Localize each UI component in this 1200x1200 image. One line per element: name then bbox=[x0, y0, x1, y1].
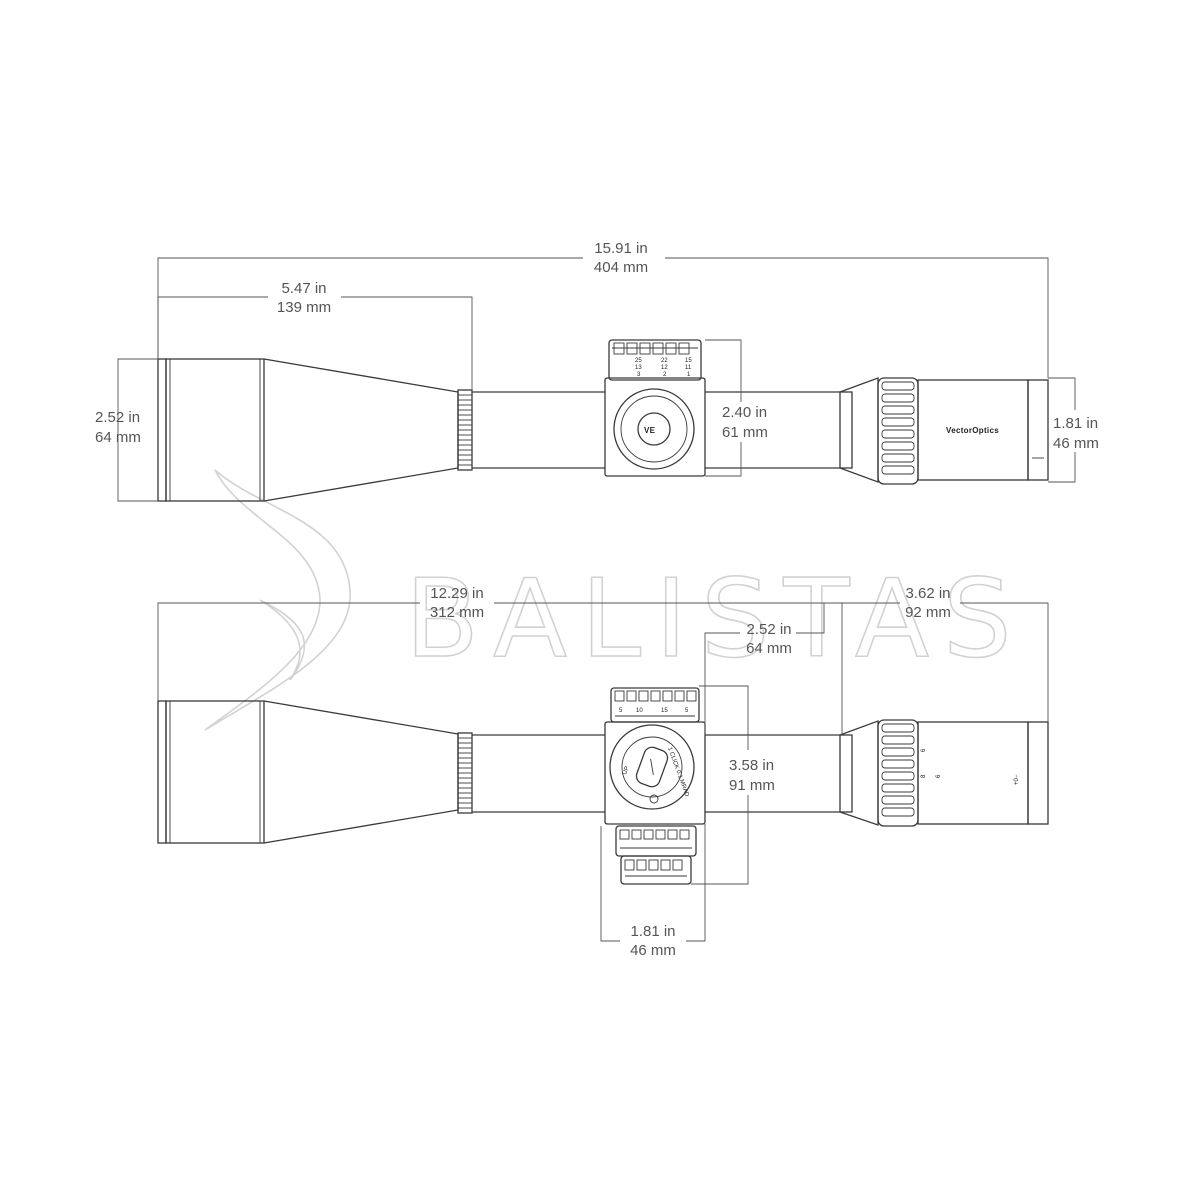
turret-height-top-mm: 61 mm bbox=[722, 424, 768, 441]
turret-height-side-mm: 91 mm bbox=[729, 777, 775, 794]
dimension-lines-top bbox=[117, 257, 1076, 502]
turret-saddle-side bbox=[604, 721, 706, 825]
watermark-flame-logo bbox=[204, 469, 351, 731]
turret-click-text: 1 CLICK 0.1 MRAD bbox=[666, 747, 690, 799]
diopter-marks: +0− bbox=[1014, 774, 1020, 785]
ocular-bell bbox=[1027, 379, 1049, 481]
dial-dot-icon bbox=[649, 794, 659, 804]
mag-mark-1: 6 bbox=[921, 748, 927, 752]
vortex-logo-icon bbox=[637, 412, 671, 446]
eyepiece-taper-side bbox=[839, 720, 879, 826]
turret-scale-mid-3: 11 bbox=[685, 365, 692, 371]
elevation-turret-side bbox=[610, 687, 700, 723]
scope-side-view: 5 10 15 5 UP 1 CLICK 0.1 MRAD bbox=[157, 687, 1049, 885]
objective-bell bbox=[165, 358, 265, 502]
turret-offset-in: 2.52 in bbox=[746, 621, 791, 638]
dimension-lines-side bbox=[157, 602, 1049, 942]
turret-scale-bot-2: 2 bbox=[663, 372, 667, 378]
objective-ring bbox=[157, 358, 167, 502]
watermark: BALISTAS bbox=[204, 469, 1026, 731]
turret-saddle bbox=[604, 377, 706, 477]
turret-scale-top-3: 15 bbox=[685, 358, 692, 364]
tube-length-mm: 312 mm bbox=[430, 604, 484, 621]
eyepiece-taper bbox=[839, 377, 879, 483]
turret-width-in: 1.81 in bbox=[630, 923, 675, 940]
ocular-housing-side bbox=[917, 721, 1029, 825]
total-length-mm: 404 mm bbox=[594, 259, 648, 276]
watermark-flame-inner bbox=[259, 599, 306, 681]
turret-width-mm: 46 mm bbox=[630, 942, 676, 959]
mag-mark-3: 6 bbox=[936, 774, 942, 778]
tube-length-in: 12.29 in bbox=[430, 585, 483, 602]
side-scale-3: 15 bbox=[661, 708, 668, 714]
eyepiece-length-mm: 92 mm bbox=[905, 604, 951, 621]
objective-diameter-in: 2.52 in bbox=[95, 409, 140, 426]
turret-scale-bot-3: 1 bbox=[687, 372, 691, 378]
windage-turret-inner bbox=[620, 395, 688, 463]
windage-dial bbox=[609, 724, 695, 810]
side-scale-4: 5 bbox=[685, 708, 689, 714]
eyepiece-diameter-mm: 46 mm bbox=[1053, 435, 1099, 452]
objective-bell-inner bbox=[169, 358, 261, 502]
lower-turret-base bbox=[620, 855, 692, 885]
ocular-bell-side bbox=[1027, 721, 1049, 825]
windage-dial-inner bbox=[621, 736, 683, 798]
objective-taper bbox=[263, 358, 459, 502]
side-scale-1: 5 bbox=[619, 708, 623, 714]
dimension-labels: 15.91 in 404 mm 5.47 in 139 mm 2.52 in 6… bbox=[95, 240, 1099, 959]
elevation-turret-knurl bbox=[612, 342, 698, 355]
eyepiece-length-in: 3.62 in bbox=[905, 585, 950, 602]
turret-scale-mid-2: 12 bbox=[661, 365, 668, 371]
turret-scale-top-2: 22 bbox=[661, 358, 668, 364]
objective-knurl-lines bbox=[458, 394, 472, 466]
objective-diameter-mm: 64 mm bbox=[95, 429, 141, 446]
scope-top-view: 25 22 15 13 12 11 3 2 1 VE VectorOptics bbox=[157, 339, 1049, 502]
turret-scale-top-1: 25 bbox=[635, 358, 642, 364]
elevation-turret bbox=[608, 339, 702, 381]
windage-turret bbox=[613, 388, 695, 470]
turret-height-side-in: 3.58 in bbox=[729, 757, 774, 774]
turret-up-text: UP bbox=[622, 766, 630, 776]
turret-offset-mm: 64 mm bbox=[746, 640, 792, 657]
brand-text: VectorOptics bbox=[946, 426, 999, 435]
turret-scale-bot-1: 3 bbox=[637, 372, 641, 378]
logo-glyph: VE bbox=[644, 426, 656, 435]
objective-length-mm: 139 mm bbox=[277, 299, 331, 316]
mag-mark-2: 8 bbox=[921, 774, 927, 778]
eyepiece-diameter-in: 1.81 in bbox=[1053, 415, 1098, 432]
watermark-text: BALISTAS bbox=[405, 557, 1026, 682]
total-length-in: 15.91 in bbox=[594, 240, 647, 257]
dial-slot bbox=[635, 746, 669, 788]
objective-length-in: 5.47 in bbox=[281, 280, 326, 297]
objective-bell-inner-side bbox=[169, 700, 261, 844]
magnification-ring-knurl bbox=[881, 381, 915, 475]
turret-height-top-in: 2.40 in bbox=[722, 404, 767, 421]
eyepiece-knurl-ring bbox=[839, 391, 853, 469]
eyepiece-knurl-ring-side bbox=[839, 734, 853, 813]
side-scale-2: 10 bbox=[636, 708, 643, 714]
objective-taper-side bbox=[263, 700, 459, 844]
objective-ring-side bbox=[157, 700, 167, 844]
turret-scale-mid-1: 13 bbox=[635, 365, 642, 371]
